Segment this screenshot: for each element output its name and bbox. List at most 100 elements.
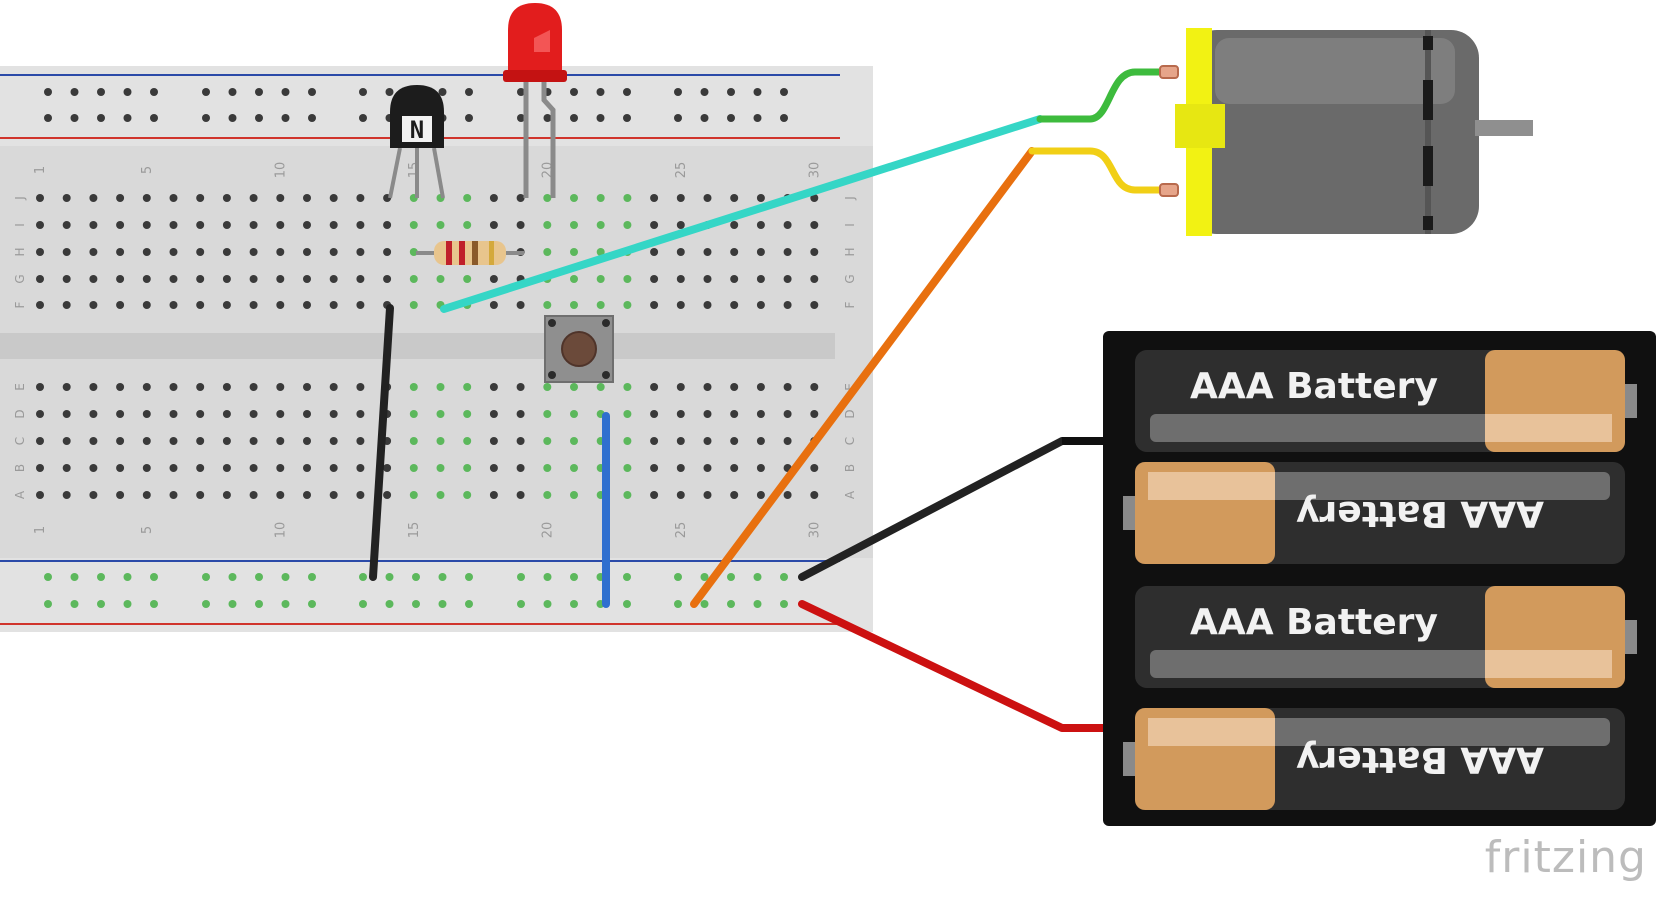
push-button[interactable]: [544, 315, 614, 383]
breadboard-hole: [730, 491, 739, 499]
rail-hole: [438, 573, 447, 581]
breadboard-hole: [810, 383, 819, 391]
breadboard-bottom-rail-strip: [0, 558, 873, 632]
row-letter: C: [13, 437, 27, 445]
resistor[interactable]: [416, 241, 524, 265]
breadboard-hole: [756, 383, 765, 391]
row-letter: C: [843, 437, 857, 445]
rail-hole: [228, 600, 237, 608]
motor-lead-green[interactable]: [1036, 68, 1172, 123]
red-led[interactable]: [503, 3, 567, 198]
breadboard-hole: [703, 275, 712, 283]
breadboard-hole: [222, 410, 231, 418]
wire-black-board[interactable]: [369, 304, 394, 581]
breadboard-hole: [196, 221, 205, 229]
breadboard-hole: [169, 221, 178, 229]
rail-hole: [123, 88, 132, 96]
rail-hole: [465, 600, 473, 608]
breadboard-hole: [169, 275, 178, 283]
breadboard-hole: [570, 248, 578, 256]
breadboard-hole: [676, 301, 685, 309]
column-number: 1: [33, 526, 48, 534]
breadboard-hole: [436, 437, 445, 445]
breadboard-hole: [703, 464, 712, 472]
breadboard-hole: [62, 437, 71, 445]
motor-lead-yellow[interactable]: [1028, 147, 1172, 194]
breadboard-hole: [249, 221, 258, 229]
row-letter: J: [843, 196, 857, 201]
row-letter: F: [13, 301, 27, 308]
breadboard-hole: [142, 275, 151, 283]
breadboard-hole: [543, 464, 552, 472]
push-button-cap[interactable]: [561, 331, 597, 367]
rail-hole: [44, 573, 52, 581]
rail-hole: [97, 88, 105, 96]
wire-red-to-battery[interactable]: [798, 600, 1066, 732]
breadboard-hole: [62, 301, 71, 309]
rail-hole: [674, 114, 682, 122]
rail-hole: [570, 88, 578, 96]
breadboard-hole: [303, 437, 311, 445]
breadboard-hole: [222, 464, 231, 472]
rail-hole: [97, 114, 105, 122]
rail-hole: [700, 88, 709, 96]
breadboard-hole: [249, 194, 258, 202]
npn-transistor[interactable]: N: [388, 85, 445, 199]
breadboard-hole: [623, 275, 632, 283]
breadboard-hole: [730, 410, 739, 418]
breadboard-hole: [329, 464, 338, 472]
breadboard-hole: [676, 410, 685, 418]
breadboard-hole: [169, 437, 178, 445]
rail-hole: [150, 573, 158, 581]
breadboard-hole: [730, 383, 739, 391]
breadboard-hole: [436, 221, 445, 229]
row-letter: B: [13, 464, 27, 472]
column-number: 10: [273, 162, 288, 179]
breadboard-hole: [570, 383, 578, 391]
breadboard-hole: [383, 275, 392, 283]
breadboard-hole: [89, 437, 98, 445]
battery-label: AAA Battery: [1296, 739, 1544, 780]
breadboard-hole: [36, 221, 44, 229]
wire-black-to-battery[interactable]: [798, 437, 1066, 581]
rail-hole: [228, 573, 237, 581]
rail-hole: [123, 114, 132, 122]
rail-hole: [517, 573, 525, 581]
breadboard-hole: [650, 410, 659, 418]
breadboard-hole: [783, 275, 792, 283]
breadboard-hole: [489, 194, 498, 202]
breadboard-hole: [142, 383, 151, 391]
rail-hole: [150, 600, 158, 608]
rail-hole: [780, 600, 788, 608]
breadboard-hole: [516, 464, 525, 472]
breadboard-hole: [650, 464, 659, 472]
breadboard-hole: [276, 410, 285, 418]
wire-cyan-to-motor[interactable]: [440, 115, 1044, 313]
breadboard-hole: [329, 383, 338, 391]
breadboard-hole: [463, 383, 472, 391]
breadboard-hole: [116, 194, 125, 202]
breadboard-hole: [196, 301, 205, 309]
breadboard-hole: [62, 275, 71, 283]
rail-hole: [385, 573, 394, 581]
breadboard-hole: [36, 248, 44, 256]
breadboard-hole: [62, 248, 71, 256]
breadboard-hole: [249, 248, 258, 256]
breadboard-hole: [89, 410, 98, 418]
breadboard-hole: [730, 248, 739, 256]
breadboard-hole: [810, 410, 819, 418]
breadboard-hole: [596, 383, 605, 391]
breadboard-hole: [543, 437, 552, 445]
row-letter: G: [13, 274, 27, 283]
breadboard-hole: [356, 383, 365, 391]
wire-orange-to-motor[interactable]: [690, 147, 1036, 608]
column-number: 15: [407, 162, 422, 179]
dc-motor[interactable]: [1159, 28, 1533, 236]
rail-hole: [97, 600, 105, 608]
breadboard-hole: [596, 248, 605, 256]
battery-cell: AAA Battery: [1123, 708, 1625, 810]
breadboard-hole: [676, 383, 685, 391]
breadboard-hole: [89, 275, 98, 283]
